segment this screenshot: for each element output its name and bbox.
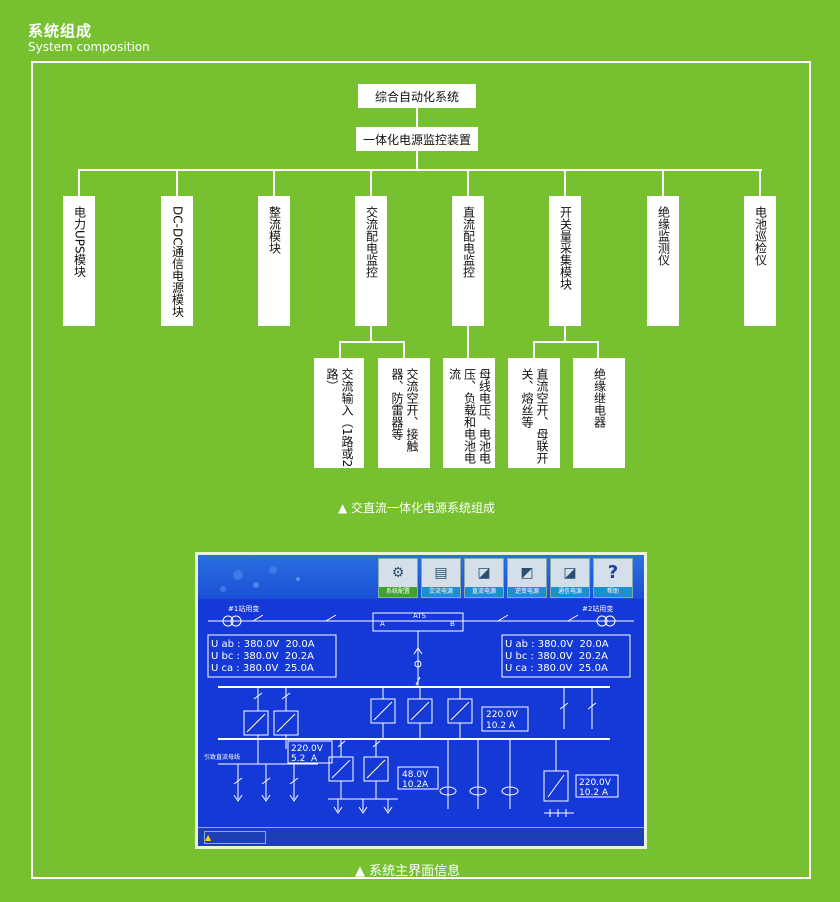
transformer-2-icon [596, 615, 608, 627]
dc-bus-voltage: 220.0V [486, 710, 519, 720]
left-reading-ca: U ca : 380.0V 25.0A [211, 663, 314, 674]
section-subtitle: System composition [28, 40, 150, 54]
rectifier-icon: ◪ [477, 565, 491, 581]
wire-drop-module-0 [78, 169, 80, 197]
module-insulation-monitor: 绝缘监测仪 [647, 196, 679, 326]
right-reading-bc: U bc : 380.0V 20.2A [505, 651, 608, 662]
alarm-bell-icon[interactable]: ▲ [204, 831, 266, 844]
right-reading-ca: U ca : 380.0V 25.0A [505, 663, 608, 674]
ats-label: ATS [413, 612, 427, 620]
btn-help[interactable]: ?帮助 [593, 558, 633, 598]
btn-comm-power[interactable]: ◪通信电源 [550, 558, 590, 598]
transformer-2-label: #2站用变 [582, 604, 613, 613]
insulation-relay-box: 绝缘继电器 [573, 358, 625, 468]
wire-sw-drop-l [533, 341, 535, 359]
btn-dc-power[interactable]: ◪直流电源 [464, 558, 504, 598]
help-icon: ? [607, 562, 619, 583]
sub-bus-voltage: 220.0V [291, 744, 324, 754]
module-battery-inspector: 电池巡检仪 [744, 196, 776, 326]
sub-bus-current: 5.2 A [291, 754, 318, 764]
left-reading-bc: U bc : 380.0V 20.2A [211, 651, 314, 662]
inverter-icon: ◩ [520, 565, 534, 581]
dc-measure-box: 母线电压、电池电压、负载和电池电流 [443, 358, 495, 468]
wire-sw-drop-r [597, 341, 599, 359]
wire-drop-module-3 [370, 169, 372, 197]
wire-drop-module-4 [467, 169, 469, 197]
status-bar: ▲ [198, 827, 644, 846]
module-rectifier: 整流模块 [258, 196, 290, 326]
transformer-1-label: #1站用变 [228, 604, 259, 613]
wire-drop-module-1 [176, 169, 178, 197]
scada-screen: ⚙系统配置 ▤交流电源 ◪直流电源 ◩逆变电源 ◪通信电源 ?帮助 [198, 555, 644, 846]
comm-voltage: 48.0V [402, 770, 429, 780]
rectifier-1-icon [243, 710, 269, 736]
btn-inverter-power[interactable]: ◩逆变电源 [507, 558, 547, 598]
battery-voltage: 220.0V [579, 778, 612, 788]
printer-icon: ▤ [434, 565, 448, 581]
ats-b-label: B [450, 620, 455, 628]
comm-current: 10.2A [402, 780, 429, 790]
wire-ac-children [339, 341, 405, 343]
wire-drop-module-7 [759, 169, 761, 197]
btn-system-config[interactable]: ⚙系统配置 [378, 558, 418, 598]
wire-root-device [416, 107, 418, 127]
module-dcdc: DC-DC通信电源模块 [161, 196, 193, 326]
dc-switch-box: 直流空开、母联开关、熔丝等 [508, 358, 560, 468]
module-ups: 电力UPS模块 [63, 196, 95, 326]
converter-icon: ◪ [563, 565, 577, 581]
scada-toolbar: ⚙系统配置 ▤交流电源 ◪直流电源 ◩逆变电源 ◪通信电源 ?帮助 [198, 555, 644, 599]
main-interface-screenshot: ⚙系统配置 ▤交流电源 ◪直流电源 ◩逆变电源 ◪通信电源 ?帮助 [195, 552, 647, 849]
module-ac-monitor: 交流配电监控 [355, 196, 387, 326]
content-frame [31, 61, 811, 879]
wire-ac-drop-r [403, 341, 405, 359]
battery-icon [543, 770, 569, 802]
module-dc-monitor: 直流配电监控 [452, 196, 484, 326]
module-switch-acquisition: 开关量采集模块 [549, 196, 581, 326]
btn-ac-power[interactable]: ▤交流电源 [421, 558, 461, 598]
wire-device-bus [416, 150, 418, 170]
transformer-1-icon [222, 615, 234, 627]
section-title: 系统组成 [28, 22, 93, 40]
power-monitor-device-box: 一体化电源监控装置 [356, 127, 478, 151]
ats-a-label: A [380, 620, 385, 628]
wire-module-bus [79, 169, 762, 171]
dc-bus-label: 引致直流母线 [204, 753, 240, 761]
ac-switch-box: 交流空开、接触器、防雷器等 [378, 358, 430, 468]
ac-input-box: 交流输入（1路或2路） [314, 358, 364, 468]
wire-drop-module-5 [564, 169, 566, 197]
dc-bus-current: 10.2 A [486, 721, 516, 731]
bubble-decoration [220, 566, 300, 592]
wire-drop-sw-children [564, 326, 566, 342]
single-line-diagram: A ATS B #1站用变 #2站用变 U ab : 380.0V 20.0A … [204, 604, 634, 817]
wire-drop-module-6 [662, 169, 664, 197]
wire-drop-module-2 [273, 169, 275, 197]
gear-icon: ⚙ [391, 565, 405, 581]
right-reading-ab: U ab : 380.0V 20.0A [505, 639, 609, 650]
wire-drop-dc-children [467, 326, 469, 359]
wire-drop-ac-children [370, 326, 372, 342]
battery-current: 10.2 A [579, 788, 609, 798]
left-reading-ab: U ab : 380.0V 20.0A [211, 639, 315, 650]
diagram-caption: ▲ 交直流一体化电源系统组成 [338, 501, 496, 515]
wire-sw-children [533, 341, 599, 343]
root-system-box: 综合自动化系统 [358, 84, 476, 108]
wire-ac-drop-l [339, 341, 341, 359]
screen-caption: ▲ 系统主界面信息 [355, 864, 461, 879]
